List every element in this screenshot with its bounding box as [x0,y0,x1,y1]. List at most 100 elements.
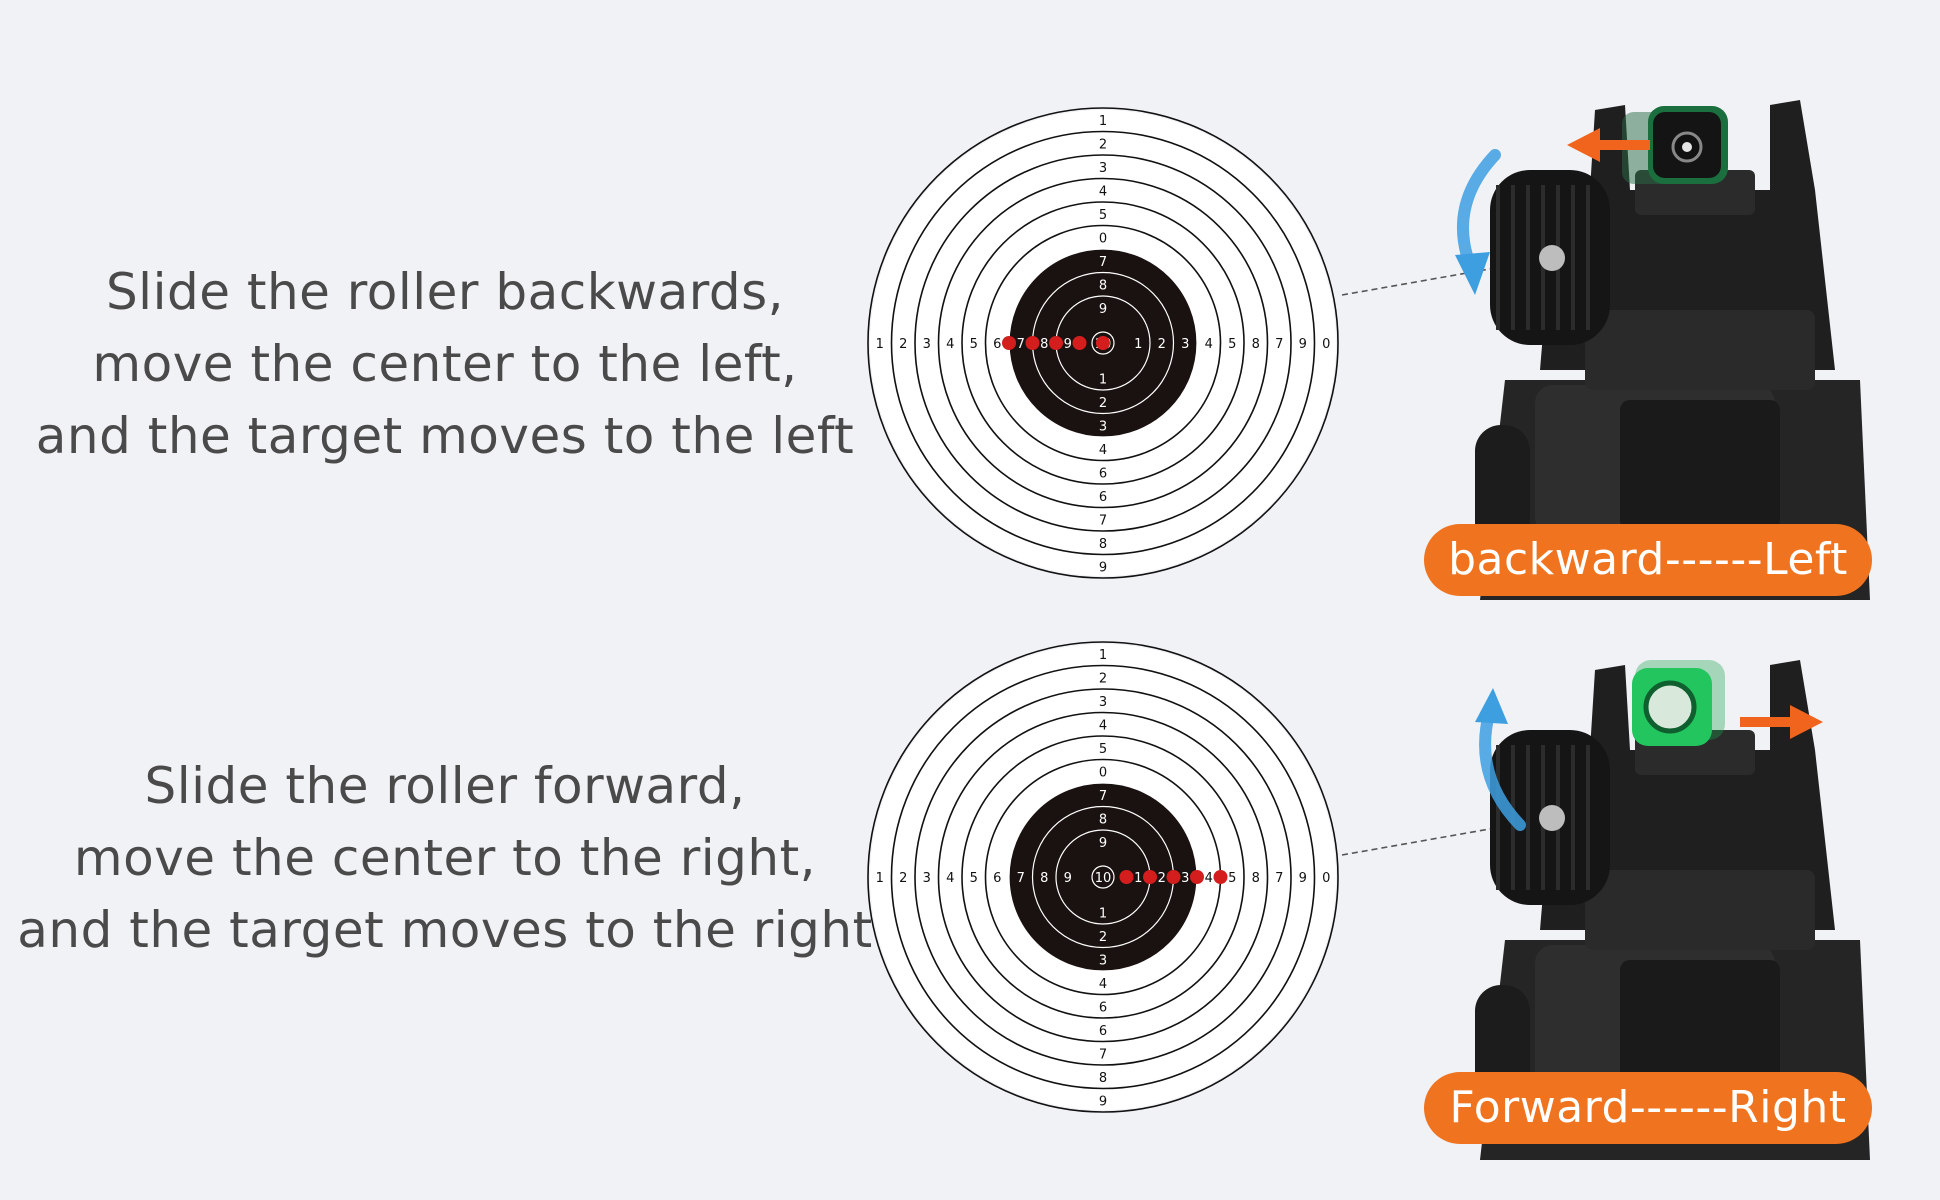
target-ring [961,201,1245,485]
caption-line: Slide the roller forward, [144,757,746,815]
target-ring [1091,865,1115,889]
target-ring [1091,331,1115,355]
target-number: 1 [876,337,884,352]
target-number: 4 [1099,184,1107,199]
target-number: 1 [1099,372,1107,387]
target-number: 9 [1299,337,1307,352]
sight-tower [1540,100,1835,370]
impact-dot [1072,336,1087,350]
target-number: 3 [1099,419,1107,434]
target-number: 4 [946,871,954,886]
target-number: 9 [1064,871,1072,886]
target-number: 4 [1099,977,1107,992]
caption-backward: Slide the roller backwards, move the cen… [0,256,890,472]
target-number: 2 [1158,337,1166,352]
target-number: 5 [970,871,978,886]
target-number: 2 [1099,137,1107,152]
target-number: 7 [1099,1047,1107,1062]
target-number: 3 [1099,953,1107,968]
target-number: 8 [1040,337,1048,352]
pivot-dot [1539,245,1565,271]
arrow-icon [1567,128,1650,162]
target-number: 1 [1099,114,1107,129]
target-number: 4 [946,337,954,352]
target-number: 6 [1099,490,1107,505]
target-number: 1 [1134,871,1142,886]
label-forward-right: Forward------Right [1424,1072,1872,1144]
target-ring [937,177,1269,509]
target-number: 9 [1299,871,1307,886]
target-bull [1009,783,1197,971]
target-number: 7 [1099,789,1107,804]
target-number: 2 [1099,930,1107,945]
target-number: 1 [1099,648,1107,663]
target-number: 6 [993,871,1001,886]
target-number: 0 [1322,337,1330,352]
caption-line: move the center to the right, [73,829,817,887]
target-number: 8 [1099,537,1107,552]
target-ring [867,641,1339,1113]
curved-arrow-head [1455,252,1490,295]
impact-dot [1190,870,1204,884]
target-number: 7 [1099,255,1107,270]
target-number: 6 [1099,1000,1107,1015]
target-number: 6 [1099,466,1107,481]
target-number: 7 [1017,871,1025,886]
sight-midplate [1585,870,1815,950]
caption-forward: Slide the roller forward, move the cente… [0,750,890,966]
target-number: 2 [1099,396,1107,411]
target-number: 3 [923,871,931,886]
target-number: 4 [1099,443,1107,458]
target-number: 9 [1099,836,1107,851]
arrow-icon [1740,705,1823,739]
target-number: 2 [1158,871,1166,886]
lens-aperture [1643,680,1697,734]
target-number: 9 [1099,1094,1107,1109]
impact-dot [1002,336,1016,350]
target-number: 9 [1099,560,1107,575]
target-number: 9 [1099,302,1107,317]
target-number: 8 [1099,812,1107,827]
lens-center [1682,142,1692,152]
caption-line: Slide the roller backwards, [105,263,785,321]
leader-line [1341,257,1553,296]
impact-dot [1096,336,1110,350]
impact-dot [1025,336,1040,350]
target-number: 0 [1099,765,1107,780]
impact-dot [1119,870,1134,884]
leader-line [1341,817,1553,856]
target-number: 2 [899,871,907,886]
target-number: 2 [899,337,907,352]
sight-tower [1540,660,1835,930]
target-number: 5 [1099,208,1107,223]
target-number: 0 [1322,871,1330,886]
target-number: 8 [1099,1071,1107,1086]
target-number: 0 [1099,231,1107,246]
target-number: 8 [1040,871,1048,886]
target-number: 8 [1252,871,1260,886]
target-number: 4 [1205,337,1213,352]
target-number: 5 [970,337,978,352]
caption-line: move the center to the left, [92,335,798,393]
rear-sight-image [1341,100,1870,600]
target-number: 8 [1252,337,1260,352]
caption-line: and the target moves to the left [35,407,855,465]
target-ring [914,688,1292,1066]
target-number: 2 [1099,671,1107,686]
impact-dot [1213,870,1228,884]
impact-dot [1049,336,1063,350]
target-ring [890,664,1316,1090]
target-number: 4 [1099,718,1107,733]
target-number: 1 [1099,906,1107,921]
target-number: 7 [1275,871,1283,886]
target-number: 7 [1099,513,1107,528]
target-number: 7 [1017,337,1025,352]
target-number: 3 [1099,695,1107,710]
target-ring [867,107,1339,579]
target-ring [914,154,1292,532]
target-number: 1 [876,871,884,886]
target-number: 3 [923,337,931,352]
target-number: 9 [1064,337,1072,352]
